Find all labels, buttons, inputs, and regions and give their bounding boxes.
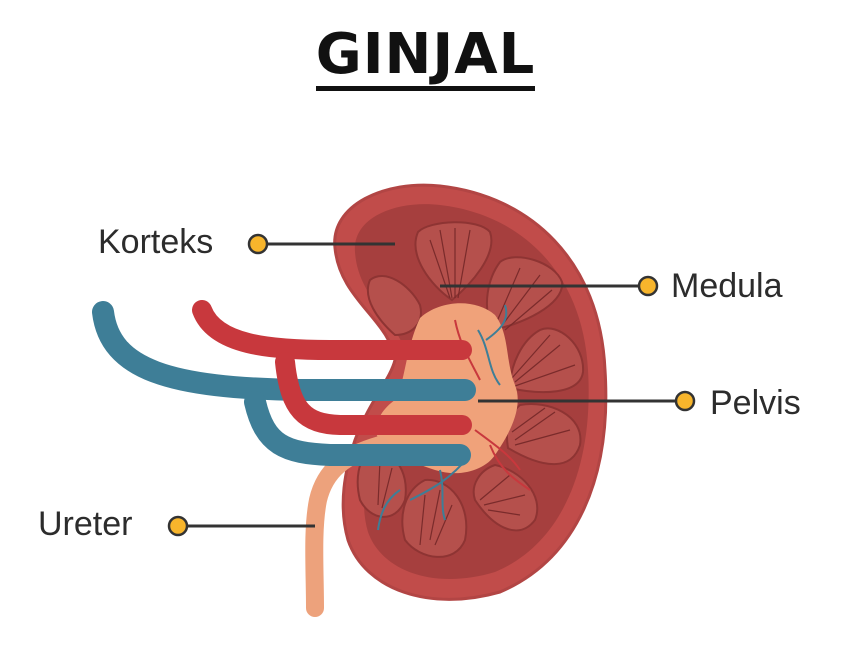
medulla-striations (377, 228, 576, 546)
label-ureter: Ureter (38, 505, 133, 543)
marker-medula (637, 275, 659, 297)
label-pelvis: Pelvis (710, 384, 801, 422)
label-medula: Medula (671, 267, 783, 305)
label-markers (167, 233, 696, 537)
diagram-title: GINJAL (0, 22, 851, 91)
leader-lines (178, 242, 685, 528)
marker-korteks (247, 233, 269, 255)
label-korteks: Korteks (98, 223, 214, 261)
marker-pelvis (674, 390, 696, 412)
renal-vein (92, 301, 476, 466)
marker-ureter (167, 515, 189, 537)
renal-artery (192, 300, 472, 435)
